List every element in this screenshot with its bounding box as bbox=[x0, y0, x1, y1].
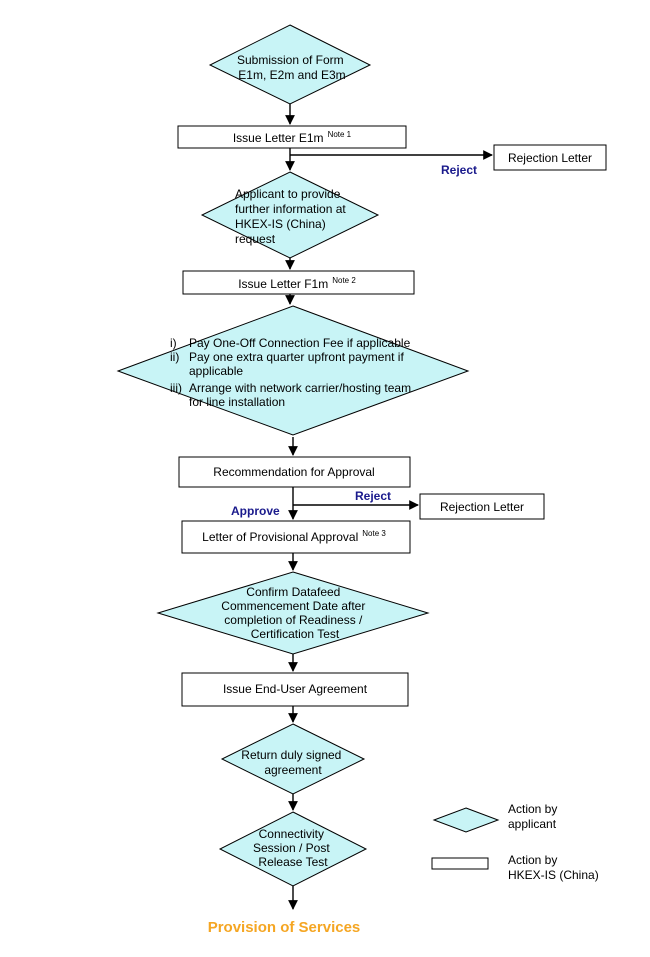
provision-of-services: Provision of Services bbox=[208, 919, 361, 936]
rejection-letter-1-text: Rejection Letter bbox=[508, 151, 592, 165]
payments-item-3: iii) Arrange with network carrier/hostin… bbox=[170, 381, 414, 409]
submission-diamond bbox=[208, 24, 372, 105]
provisional-approval-box bbox=[181, 520, 411, 554]
connectivity-diamond bbox=[218, 811, 368, 887]
submission-text: Submission of Form E1m, E2m and E3m bbox=[237, 53, 347, 82]
payments-diamond bbox=[116, 305, 470, 436]
further-info-diamond bbox=[200, 171, 380, 259]
legend-applicant-diamond bbox=[432, 807, 500, 833]
return-agreement-diamond bbox=[220, 723, 366, 795]
recommendation-text: Recommendation for Approval bbox=[213, 465, 374, 479]
rejection-letter-2-text: Rejection Letter bbox=[440, 500, 524, 514]
recommendation-box bbox=[178, 456, 411, 488]
further-info-text: Applicant to provide further information… bbox=[235, 187, 349, 246]
return-agreement-text: Return duly signed agreement bbox=[241, 748, 344, 777]
rejection-letter-1-box bbox=[493, 144, 607, 171]
confirm-datafeed-diamond bbox=[156, 571, 430, 655]
end-user-agreement-box bbox=[181, 672, 409, 707]
reject-label-1: Reject bbox=[441, 163, 477, 177]
issue-f1m-box bbox=[182, 270, 415, 295]
payments-item-2: ii) Pay one extra quarter upfront paymen… bbox=[170, 350, 407, 378]
issue-e1m-box bbox=[177, 125, 407, 149]
connectivity-text: Connectivity Session / Post Release Test bbox=[253, 827, 333, 869]
legend-hkex-box bbox=[431, 857, 489, 870]
legend-applicant-text: Action by applicant bbox=[508, 802, 561, 831]
legend-hkex-text: Action by HKEX-IS (China) bbox=[508, 853, 599, 882]
end-user-agreement-text: Issue End-User Agreement bbox=[223, 682, 368, 696]
reject-label-2: Reject bbox=[355, 489, 391, 503]
payments-item-1: i) Pay One-Off Connection Fee if applica… bbox=[170, 336, 411, 350]
confirm-datafeed-text: Confirm Datafeed Commencement Date after… bbox=[221, 585, 368, 641]
approve-label: Approve bbox=[231, 504, 280, 518]
rejection-letter-2-box bbox=[419, 493, 545, 520]
